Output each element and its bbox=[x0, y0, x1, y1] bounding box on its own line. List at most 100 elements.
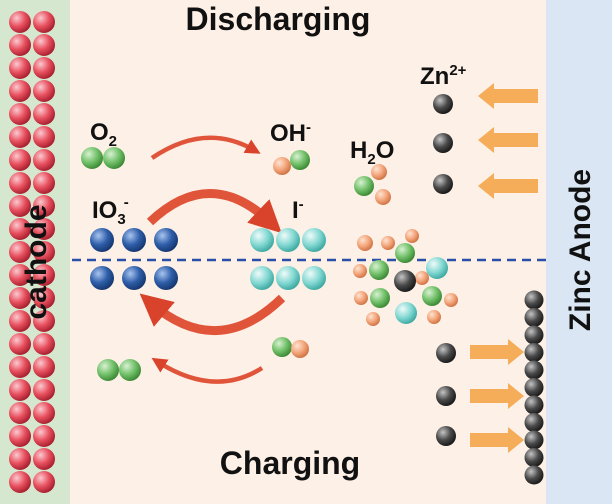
cluster-hydrogen-atom bbox=[366, 312, 380, 326]
iodate-label: IO3- bbox=[92, 194, 129, 228]
o2-atom bbox=[103, 147, 125, 169]
cathode-particle bbox=[33, 241, 55, 263]
cathode-label: cathode bbox=[20, 204, 53, 319]
zinc-deposition-arrow bbox=[470, 383, 524, 409]
zinc-dissolution-arrow bbox=[478, 127, 538, 153]
discharging-title: Discharging bbox=[186, 1, 371, 37]
zinc-anode-atom bbox=[524, 308, 544, 327]
oh-hydrogen-atom bbox=[291, 340, 309, 358]
cathode-particle bbox=[9, 356, 31, 378]
cathode-particle bbox=[9, 218, 31, 240]
oh-oxygen-atom bbox=[272, 337, 292, 357]
cluster-hydrogen-atom bbox=[354, 291, 368, 305]
cluster-oxygen-atom bbox=[422, 286, 442, 306]
cathode-particle bbox=[9, 333, 31, 355]
iodide-particle bbox=[276, 228, 300, 252]
cathode-particle bbox=[9, 80, 31, 102]
o2-atom bbox=[119, 359, 141, 381]
cathode-particle bbox=[33, 80, 55, 102]
cathode-particle bbox=[9, 11, 31, 33]
cathode-particle bbox=[9, 241, 31, 263]
zinc-particles bbox=[433, 94, 544, 485]
iodide-to-iodate-arrow bbox=[139, 293, 286, 336]
zinc-deposition-arrow bbox=[470, 427, 524, 453]
cluster-oxygen-atom bbox=[395, 243, 415, 263]
cluster-hydrogen-atom bbox=[381, 236, 395, 250]
cathode-particle bbox=[33, 471, 55, 493]
zinc-anode-atom bbox=[524, 290, 544, 310]
zinc-arrows bbox=[470, 83, 538, 453]
iodide-label: I- bbox=[292, 196, 304, 224]
iodide-particle bbox=[250, 228, 274, 252]
cathode-particle bbox=[9, 310, 31, 332]
cathode-particle bbox=[33, 356, 55, 378]
zinc-ion bbox=[433, 133, 453, 153]
h2o-label: H2O bbox=[350, 137, 394, 168]
o2-atom bbox=[81, 147, 103, 169]
cathode-particle bbox=[9, 402, 31, 424]
zinc-anode-atom bbox=[524, 448, 544, 467]
cathode-particle bbox=[9, 264, 31, 286]
cathode-particle bbox=[9, 471, 31, 493]
cathode-particle bbox=[33, 402, 55, 424]
iodate-particle bbox=[90, 228, 114, 252]
zinc-anode-atom bbox=[524, 395, 544, 415]
iodate-particle bbox=[122, 266, 146, 290]
oh-hydrogen-atom bbox=[273, 157, 291, 175]
zinc-ion bbox=[436, 426, 456, 446]
anode-panel bbox=[546, 0, 612, 504]
cluster-hydrogen-atom bbox=[357, 235, 373, 251]
zinc-ion bbox=[436, 386, 456, 406]
cluster-zinc-ion bbox=[394, 270, 416, 292]
iodide-particle bbox=[276, 266, 300, 290]
cathode-particle bbox=[9, 172, 31, 194]
cathode-particle bbox=[9, 448, 31, 470]
cathode-particle bbox=[9, 425, 31, 447]
cathode-particle bbox=[33, 379, 55, 401]
zinc-deposition-arrow bbox=[470, 339, 524, 365]
h2o-hydrogen-atom bbox=[371, 164, 387, 180]
molecules bbox=[81, 147, 458, 381]
h2o-oxygen-atom bbox=[354, 176, 374, 196]
oh-oxygen-atom bbox=[290, 150, 310, 170]
cluster-hydrogen-atom bbox=[444, 293, 458, 307]
zinc-anode-atom bbox=[524, 465, 544, 485]
cathode-particle bbox=[33, 149, 55, 171]
cluster-hydrogen-atom bbox=[405, 229, 419, 243]
cathode-particle bbox=[33, 333, 55, 355]
zinc-anode-atom bbox=[524, 430, 544, 450]
cathode-particle bbox=[33, 310, 55, 332]
cluster-oxygen-atom bbox=[369, 260, 389, 280]
cluster-hydrogen-atom bbox=[415, 271, 429, 285]
cathode-particle bbox=[33, 264, 55, 286]
cathode-particle bbox=[9, 126, 31, 148]
cathode-particle bbox=[33, 126, 55, 148]
zinc-anode-atom bbox=[524, 413, 544, 432]
cluster-hydrogen-atom bbox=[353, 264, 367, 278]
anode-label: Zinc Anode bbox=[564, 169, 597, 331]
cluster-iodide-particle bbox=[395, 302, 417, 324]
h2o-hydrogen-atom bbox=[375, 189, 391, 205]
iodide-particle bbox=[302, 228, 326, 252]
o2-to-oh-arrow bbox=[150, 135, 261, 160]
cathode-particle bbox=[33, 448, 55, 470]
cathode-particle bbox=[33, 57, 55, 79]
iodate-particle bbox=[90, 266, 114, 290]
zinc-anode-atom bbox=[524, 325, 544, 345]
iodide-particle bbox=[302, 266, 326, 290]
cathode-particle bbox=[33, 218, 55, 240]
zinc-anode-atom bbox=[524, 343, 544, 362]
cathode-particle bbox=[9, 34, 31, 56]
cathode-particle bbox=[33, 195, 55, 217]
zinc-anode-atom bbox=[524, 378, 544, 397]
o2-atom bbox=[97, 359, 119, 381]
cluster-hydrogen-atom bbox=[427, 310, 441, 324]
cathode-particles bbox=[9, 11, 55, 493]
charging-title: Charging bbox=[220, 445, 360, 481]
zinc-ion bbox=[433, 94, 453, 114]
cluster-iodide-particle bbox=[426, 257, 448, 279]
cathode-particle bbox=[33, 425, 55, 447]
iodide-particle bbox=[250, 266, 274, 290]
